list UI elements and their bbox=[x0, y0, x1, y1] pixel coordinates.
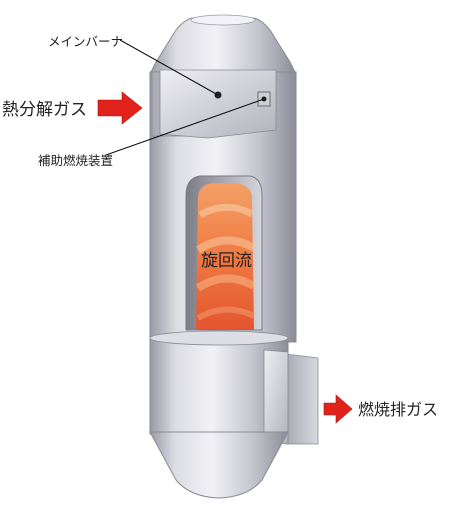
main-burner-box bbox=[151, 69, 277, 139]
right-arrow-icon bbox=[323, 394, 353, 424]
main-burner-label: メインバーナ bbox=[48, 34, 123, 49]
pyrolysis-gas-label: 熱分解ガス bbox=[2, 100, 87, 120]
right-arrow-icon bbox=[97, 91, 143, 125]
leader-line-aux-burner bbox=[105, 98, 265, 156]
leader-line-main-burner bbox=[119, 39, 219, 96]
exhaust-outlet-box bbox=[263, 349, 319, 445]
aux-burner-label: 補助燃焼装置 bbox=[38, 153, 113, 168]
swirl-flame bbox=[195, 183, 256, 330]
swirl-flow-label: 旋回流 bbox=[201, 251, 252, 271]
exhaust-gas-label: 燃焼排ガス bbox=[358, 400, 438, 419]
